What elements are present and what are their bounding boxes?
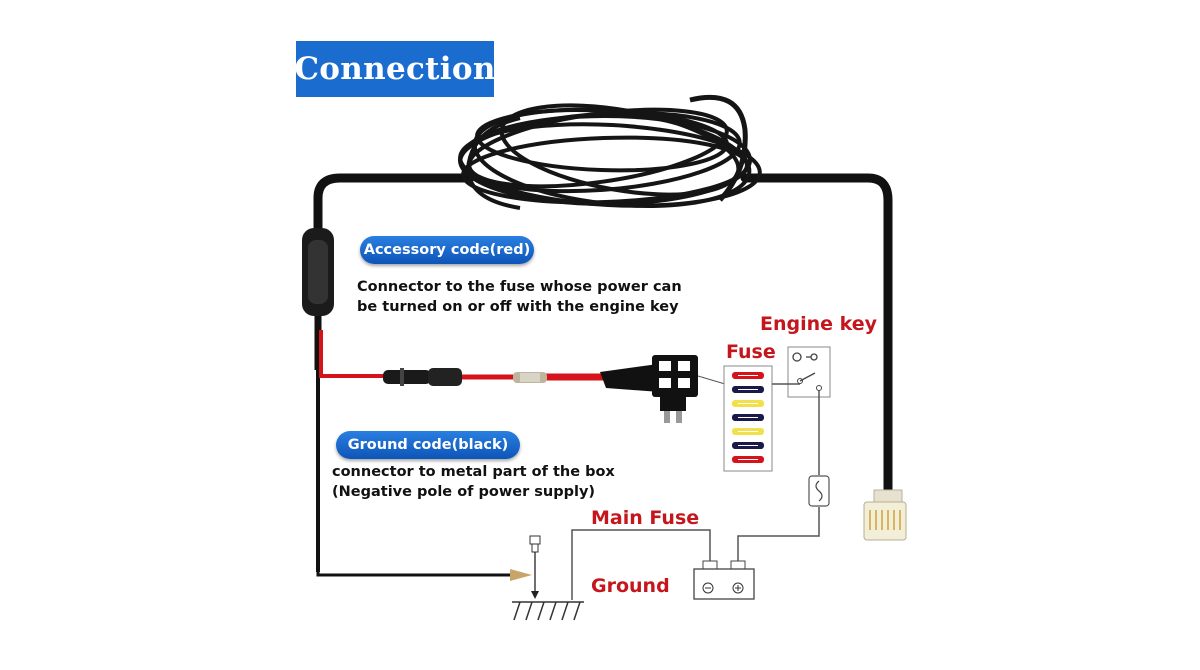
ground-desc-line-1: connector to metal part of the box: [332, 464, 615, 480]
accessory-wire-red: [319, 330, 630, 381]
cable-splitter: [302, 228, 334, 572]
accessory-desc-line-2: be turned on or off with the engine key: [357, 299, 679, 315]
accessory-description: Connector to the fuse whose power can be…: [357, 277, 682, 317]
circuit-wires: [571, 383, 820, 600]
accessory-code-badge: Accessory code(red): [360, 236, 534, 264]
engine-key-label: Engine key: [760, 313, 878, 335]
ground-desc-line-2: (Negative pole of power supply): [332, 484, 596, 500]
ground-screw-icon: [529, 535, 541, 599]
ground-label: Ground: [591, 575, 670, 597]
add-a-fuse-tap-icon: [600, 355, 726, 423]
main-fuse-label: Main Fuse: [591, 507, 700, 529]
ground-wire-black: [316, 569, 532, 581]
ground-code-description: connector to metal part of the box (Nega…: [332, 462, 615, 502]
ground-code-label: Ground code(black): [347, 437, 509, 453]
inline-fuse-holder-icon: [383, 368, 462, 386]
accessory-code-label: Accessory code(red): [363, 242, 531, 258]
ground-symbol-icon: [512, 601, 584, 621]
rj45-plug-icon: [863, 489, 907, 541]
ground-code-badge: Ground code(black): [336, 431, 520, 459]
ignition-switch-icon: [787, 346, 831, 398]
main-fuse-icon: [808, 475, 830, 507]
fuse-label: Fuse: [726, 341, 776, 363]
fuse-box-icon: [723, 365, 773, 472]
title-banner: Connection: [294, 41, 496, 97]
cable-coil-icon: [458, 94, 762, 210]
accessory-desc-line-1: Connector to the fuse whose power can: [357, 279, 682, 295]
page-title: Connection: [294, 51, 496, 87]
battery-icon: [693, 560, 755, 600]
main-cable: [313, 173, 893, 503]
butt-connector: [513, 372, 547, 383]
